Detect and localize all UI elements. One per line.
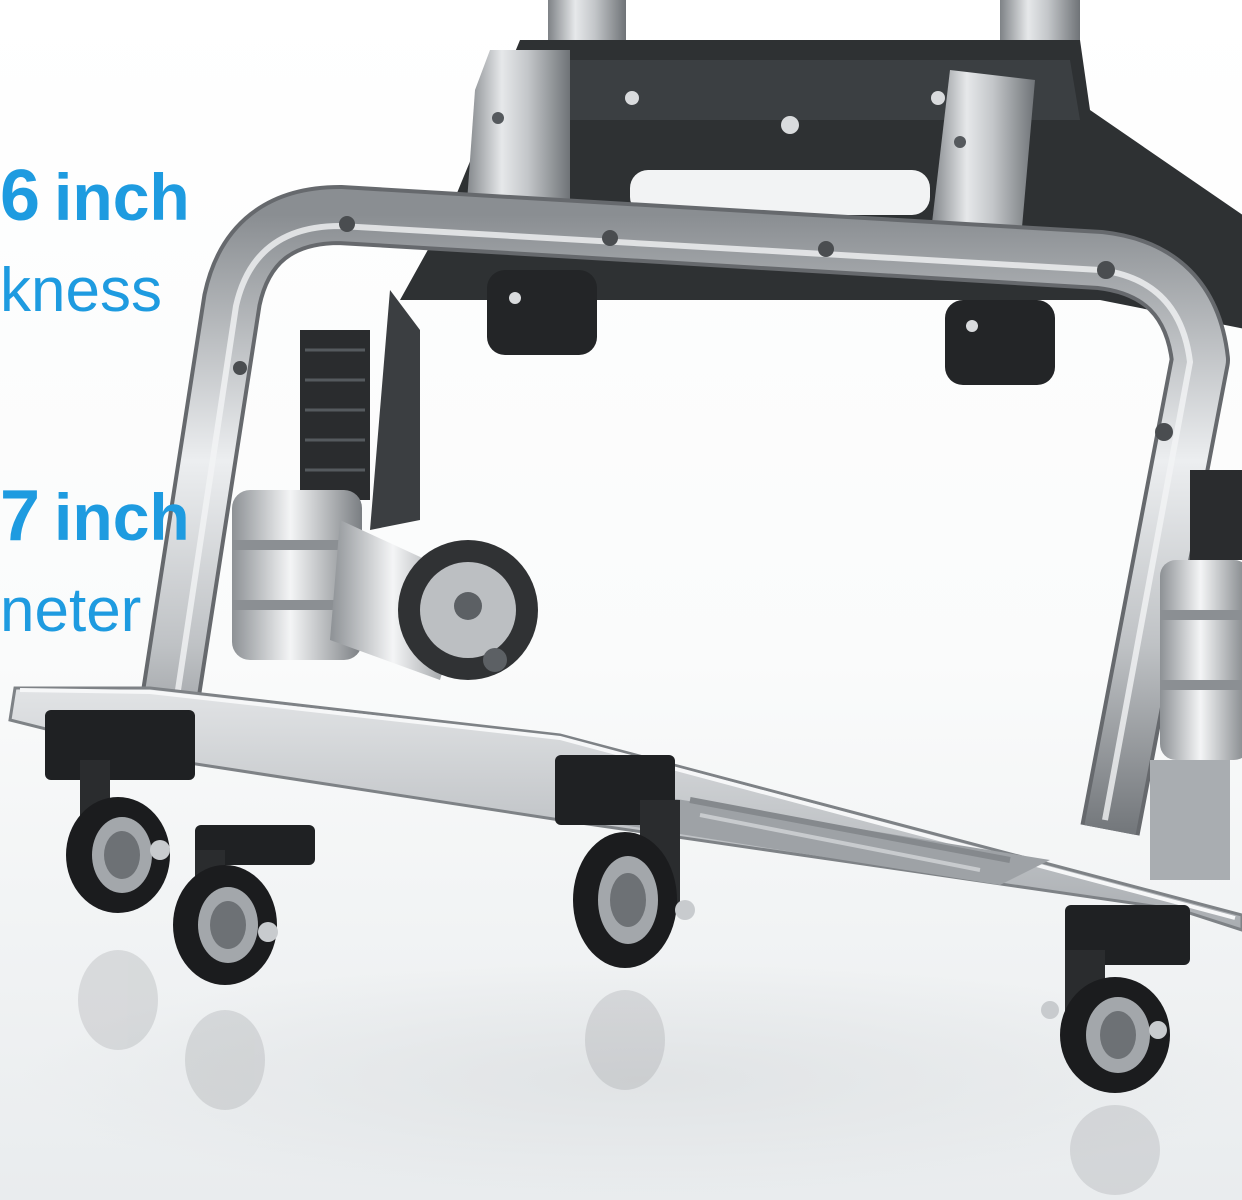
floor-reflection <box>20 960 1242 1200</box>
caster-wheel-front-left <box>45 710 195 913</box>
u-frame <box>140 185 1230 836</box>
diameter-value: 7 <box>0 476 41 556</box>
thickness-value: 6 <box>0 156 41 236</box>
thickness-unit: inch <box>54 160 190 234</box>
rubber-bumpers <box>487 270 1055 385</box>
right-suspension <box>1150 470 1242 880</box>
diameter-caption: neter <box>0 576 142 645</box>
left-suspension <box>232 290 538 680</box>
caster-wheel-middle <box>555 755 695 968</box>
wheel-reflections <box>78 950 1160 1195</box>
caster-wheel-rear-right <box>1041 905 1190 1093</box>
thickness-caption: kness <box>0 256 162 325</box>
caster-wheel-front-right <box>173 825 315 985</box>
diameter-unit: inch <box>54 480 190 554</box>
